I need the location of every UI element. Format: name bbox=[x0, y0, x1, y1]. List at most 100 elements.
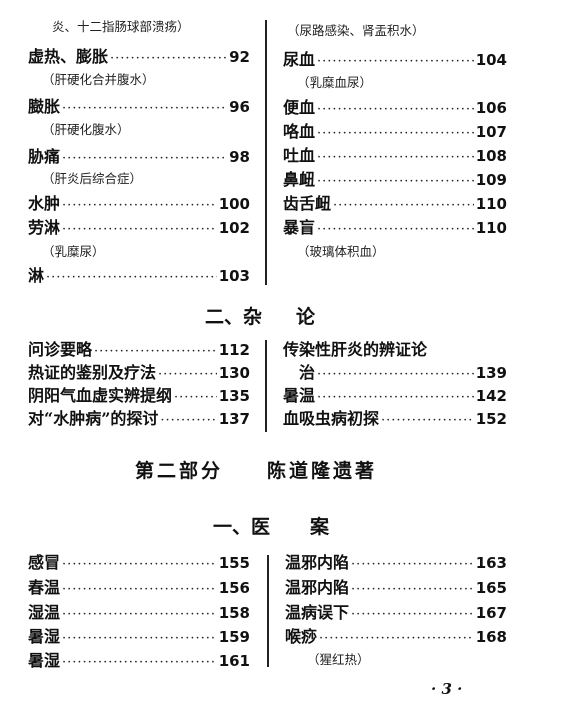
toc-entry-page: 161 bbox=[218, 652, 250, 670]
toc-entry: 感冒 155 bbox=[28, 552, 250, 574]
leader-dots bbox=[62, 98, 227, 120]
toc-entry-page: 159 bbox=[218, 628, 250, 646]
toc-entry: 暑湿 159 bbox=[28, 626, 250, 648]
leader-dots bbox=[62, 628, 217, 650]
toc-entry-title: 虚热、膨胀 bbox=[28, 47, 109, 66]
toc-entry-page: 98 bbox=[229, 148, 250, 166]
toc-entry: 虚热、膨胀 92 bbox=[28, 46, 250, 68]
leader-dots bbox=[62, 652, 217, 674]
leader-dots bbox=[160, 410, 216, 432]
toc-entry-page: 167 bbox=[475, 604, 507, 622]
leader-dots bbox=[381, 410, 474, 432]
toc-entry-title: 温邪内陷 bbox=[285, 578, 350, 597]
toc-entry: 对“水肿病”的探讨 137 bbox=[28, 408, 250, 430]
toc-entry: 春温 156 bbox=[28, 577, 250, 599]
toc-entry-title: 暑湿 bbox=[28, 651, 61, 670]
toc-entry-page: 106 bbox=[475, 99, 507, 117]
leader-dots bbox=[62, 604, 217, 626]
leader-dots bbox=[317, 171, 474, 193]
toc-entry-title: 对“水肿病”的探讨 bbox=[28, 409, 159, 428]
toc-entry-title: 劳淋 bbox=[28, 218, 61, 237]
toc-entry: 血吸虫病初探 152 bbox=[283, 408, 507, 430]
toc-note: （玻璃体积血） bbox=[297, 244, 385, 259]
toc-entry-page: 103 bbox=[218, 267, 250, 285]
toc-entry-title: 感冒 bbox=[28, 553, 61, 572]
toc-entry: 淋 103 bbox=[28, 265, 250, 287]
toc-entry-page: 130 bbox=[218, 364, 250, 382]
leader-dots bbox=[62, 554, 217, 576]
leader-dots bbox=[317, 51, 474, 73]
toc-note: （肝硬化合并腹水） bbox=[42, 72, 155, 87]
toc-entry-title: 春温 bbox=[28, 578, 61, 597]
leader-dots bbox=[351, 554, 474, 576]
toc-entry: 温邪内陷 163 bbox=[285, 552, 507, 574]
toc-entry: 喉痧 168 bbox=[285, 626, 507, 648]
toc-note: （猩红热） bbox=[307, 652, 370, 667]
toc-entry-title: 喉痧 bbox=[285, 627, 318, 646]
toc-entry-title: 传染性肝炎的辨证论 bbox=[283, 340, 428, 359]
toc-entry: 温病误下 167 bbox=[285, 602, 507, 624]
toc-note: 炎、十二指肠球部溃疡） bbox=[52, 19, 190, 34]
section-heading-number: 二、杂 bbox=[205, 306, 263, 328]
page-number: · 3 · bbox=[431, 680, 463, 698]
toc-entry-page: 155 bbox=[218, 554, 250, 572]
column-divider bbox=[267, 555, 269, 667]
toc-entry: 咯血 107 bbox=[283, 121, 507, 143]
toc-entry-page: 107 bbox=[475, 123, 507, 141]
toc-entry-page: 142 bbox=[475, 387, 507, 405]
leader-dots bbox=[317, 364, 474, 386]
toc-entry-page: 112 bbox=[218, 341, 250, 359]
leader-dots bbox=[317, 99, 474, 121]
toc-note: （乳糜血尿） bbox=[297, 75, 373, 90]
toc-entry: 治 139 bbox=[299, 362, 507, 384]
toc-entry-page: 139 bbox=[475, 364, 507, 382]
toc-entry: 便血 106 bbox=[283, 97, 507, 119]
leader-dots bbox=[317, 387, 474, 409]
toc-note: （肝炎后综合症） bbox=[42, 171, 143, 186]
toc-entry-title: 水肿 bbox=[28, 194, 61, 213]
toc-entry-title: 暴盲 bbox=[283, 218, 316, 237]
leader-dots bbox=[317, 123, 474, 145]
column-divider bbox=[265, 340, 267, 432]
leader-dots bbox=[174, 387, 217, 409]
toc-entry-title: 血吸虫病初探 bbox=[283, 409, 380, 428]
toc-entry: 齿舌衄 110 bbox=[283, 193, 507, 215]
section-heading-tail: 案 bbox=[310, 516, 330, 538]
leader-dots bbox=[317, 219, 474, 241]
part-heading: 第二部分 陈道隆遗著 bbox=[135, 456, 377, 483]
toc-entry: 臌胀 96 bbox=[28, 96, 250, 118]
toc-entry-page: 168 bbox=[475, 628, 507, 646]
toc-entry: 暴盲 110 bbox=[283, 217, 507, 239]
toc-entry: 阴阳气血虚实辨提纲 135 bbox=[28, 385, 250, 407]
toc-entry-page: 110 bbox=[475, 219, 507, 237]
toc-entry-page: 92 bbox=[229, 48, 250, 66]
toc-entry: 温邪内陷 165 bbox=[285, 577, 507, 599]
toc-entry-page: 100 bbox=[218, 195, 250, 213]
part-label: 第二部分 bbox=[135, 460, 224, 482]
toc-entry: 热证的鉴别及疗法 130 bbox=[28, 362, 250, 384]
toc-entry-title: 阴阳气血虚实辨提纲 bbox=[28, 386, 173, 405]
toc-entry-title: 咯血 bbox=[283, 122, 316, 141]
toc-entry-page: 109 bbox=[475, 171, 507, 189]
toc-entry-page: 152 bbox=[475, 410, 507, 428]
section-heading: 二、杂论 bbox=[205, 302, 315, 329]
toc-note: （尿路感染、肾盂积水） bbox=[287, 23, 425, 38]
leader-dots bbox=[46, 267, 217, 289]
toc-entry-page: 158 bbox=[218, 604, 250, 622]
leader-dots bbox=[158, 364, 217, 386]
toc-entry: 吐血 108 bbox=[283, 145, 507, 167]
toc-entry-title: 暑温 bbox=[283, 386, 316, 405]
toc-entry-page: 165 bbox=[475, 579, 507, 597]
toc-entry: 暑湿 161 bbox=[28, 650, 250, 672]
toc-entry-title: 鼻衄 bbox=[283, 170, 316, 189]
toc-entry-page: 102 bbox=[218, 219, 250, 237]
toc-note: （肝硬化腹水） bbox=[42, 122, 130, 137]
leader-dots bbox=[62, 579, 217, 601]
toc-entry-title: 温邪内陷 bbox=[285, 553, 350, 572]
toc-entry-page: 163 bbox=[475, 554, 507, 572]
toc-note: （乳糜尿） bbox=[42, 244, 105, 259]
leader-dots bbox=[62, 219, 217, 241]
toc-entry-title-line: 传染性肝炎的辨证论 bbox=[283, 339, 507, 361]
part-author: 陈道隆遗著 bbox=[267, 460, 378, 482]
toc-entry-title: 暑湿 bbox=[28, 627, 61, 646]
